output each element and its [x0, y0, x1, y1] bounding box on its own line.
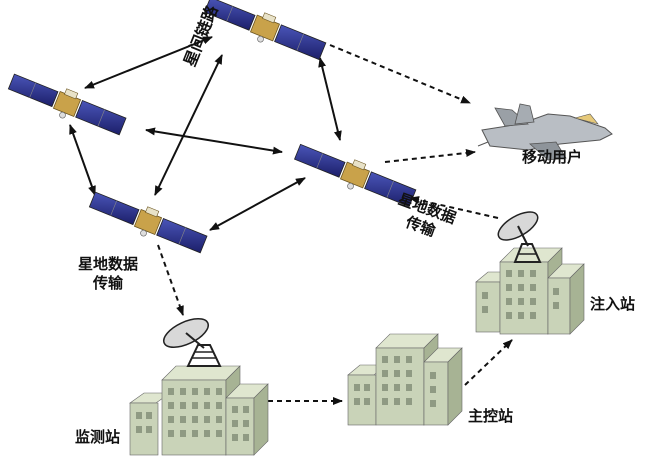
link-injection-to-sat — [409, 196, 499, 219]
master-station-label: 主控站 — [468, 407, 514, 425]
satellite-left — [7, 73, 127, 136]
satellite-dish-icon — [163, 318, 222, 367]
link-top-to-user — [329, 44, 471, 104]
master-station-building — [347, 333, 463, 426]
link-master-to-injection — [464, 339, 513, 386]
mobile-user-label: 移动用户 — [522, 148, 583, 166]
sgd-left-line-1: 星地数据 — [78, 255, 139, 273]
injection-station-building — [475, 247, 585, 335]
link-right-to-user — [384, 149, 476, 163]
injection-dish-icon — [497, 211, 542, 263]
sgd-left-line-2: 传输 — [93, 273, 124, 292]
satellite-top — [203, 0, 327, 61]
isl-top-right — [318, 57, 342, 141]
isl-top-bottom — [154, 54, 223, 196]
monitor-station-building — [129, 365, 269, 456]
satellite-right — [293, 143, 417, 208]
isl-left-bottom — [69, 124, 96, 196]
isl-left-right — [145, 127, 283, 155]
sgd-left-label: 星地数据 传输 — [78, 255, 138, 293]
fighter-jet-icon — [477, 103, 613, 161]
isl-bottom-right — [209, 177, 306, 231]
isl-top-left — [84, 36, 213, 89]
link-sat-to-monitor — [157, 244, 184, 316]
injection-station-label: 注入站 — [590, 295, 636, 313]
inter-satellite-links — [69, 36, 342, 231]
monitor-station-label: 监测站 — [75, 428, 121, 446]
dashed-links — [157, 44, 513, 405]
satellite-bottom — [88, 191, 208, 254]
